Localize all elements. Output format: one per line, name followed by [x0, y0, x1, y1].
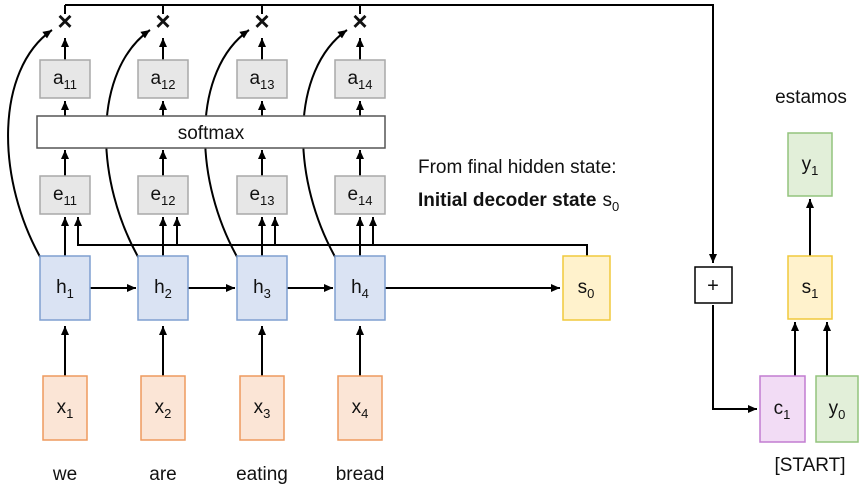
- svg-text:e13: e13: [249, 184, 274, 208]
- svg-text:a13: a13: [249, 68, 274, 92]
- svg-text:x3: x3: [254, 397, 271, 421]
- svg-text:c1: c1: [774, 398, 791, 422]
- weight-node-a14: a14: [334, 59, 386, 99]
- multiply-nodes: × × × ×: [57, 6, 367, 36]
- input-node-x3: x3: [239, 375, 285, 441]
- svg-text:a14: a14: [347, 68, 372, 92]
- weight-node-a13: a13: [236, 59, 288, 99]
- annotation-line1: From final hidden state:: [418, 157, 617, 178]
- svg-text:a11: a11: [53, 68, 77, 92]
- input-words: we are eating bread: [52, 464, 384, 485]
- svg-text:x4: x4: [352, 397, 369, 421]
- input-word: bread: [336, 464, 385, 485]
- svg-text:y1: y1: [802, 154, 819, 178]
- svg-text:s0: s0: [578, 277, 595, 301]
- decoder-output-y1: y1: [787, 132, 833, 197]
- input-node-x4: x4: [337, 375, 383, 441]
- decoder-input-y0: y0: [815, 375, 859, 443]
- svg-text:h3: h3: [253, 277, 271, 301]
- hidden-states: h1 h2 h3 h4: [39, 255, 386, 321]
- annotation: From final hidden state: Initial decoder…: [418, 157, 619, 214]
- s0-feedback-bus: [77, 217, 588, 260]
- decoder-state-s1: s1: [787, 255, 833, 320]
- curve-h1-mult: [7, 29, 53, 263]
- svg-text:y0: y0: [829, 398, 846, 422]
- input-node-x2: x2: [140, 375, 186, 441]
- decoder: + estamos y1 s1 c1 y0 [START]: [694, 87, 859, 476]
- output-word: estamos: [775, 87, 847, 108]
- softmax-label: softmax: [178, 123, 245, 144]
- input-tokens: x1 x2 x3 x4: [42, 375, 383, 441]
- score-node-e11: e11: [39, 175, 91, 215]
- weight-node-a12: a12: [137, 59, 189, 99]
- score-node-e14: e14: [334, 175, 386, 215]
- softmax-box: softmax: [36, 115, 386, 149]
- input-word: are: [149, 464, 176, 485]
- arrow-plus-c1: [712, 305, 757, 413]
- svg-text:e12: e12: [150, 184, 175, 208]
- multiply-icon: ×: [352, 6, 367, 36]
- weight-node-a11: a11: [39, 59, 91, 99]
- decoder-initial-state-s0: s0: [562, 255, 611, 321]
- svg-text:h4: h4: [351, 277, 369, 301]
- input-node-x1: x1: [42, 375, 88, 441]
- hidden-node-h2: h2: [137, 255, 189, 321]
- multiply-icon: ×: [254, 6, 269, 36]
- hidden-node-h1: h1: [39, 255, 91, 321]
- svg-text:e14: e14: [347, 184, 372, 208]
- plus-node: +: [694, 266, 733, 304]
- start-token-label: [START]: [774, 455, 845, 476]
- multiply-icon: ×: [57, 6, 72, 36]
- plus-icon: +: [707, 275, 719, 297]
- hidden-node-h4: h4: [334, 255, 386, 321]
- svg-text:s1: s1: [802, 277, 819, 301]
- svg-text:x2: x2: [155, 397, 172, 421]
- alignment-scores: e11 e12 e13 e14: [39, 175, 386, 215]
- score-node-e12: e12: [137, 175, 189, 215]
- hidden-node-h3: h3: [236, 255, 288, 321]
- context-vector-c1: c1: [759, 375, 806, 443]
- score-node-e13: e13: [236, 175, 288, 215]
- attention-weights: a11 a12 a13 a14: [39, 59, 386, 99]
- svg-text:a12: a12: [150, 68, 175, 92]
- svg-text:h1: h1: [56, 277, 74, 301]
- svg-text:e11: e11: [53, 184, 77, 208]
- multiply-icon: ×: [155, 6, 170, 36]
- context-sum-bus: [65, 4, 717, 263]
- input-word: we: [52, 464, 77, 485]
- svg-text:h2: h2: [154, 277, 172, 301]
- svg-text:x1: x1: [57, 397, 74, 421]
- input-word: eating: [236, 464, 288, 485]
